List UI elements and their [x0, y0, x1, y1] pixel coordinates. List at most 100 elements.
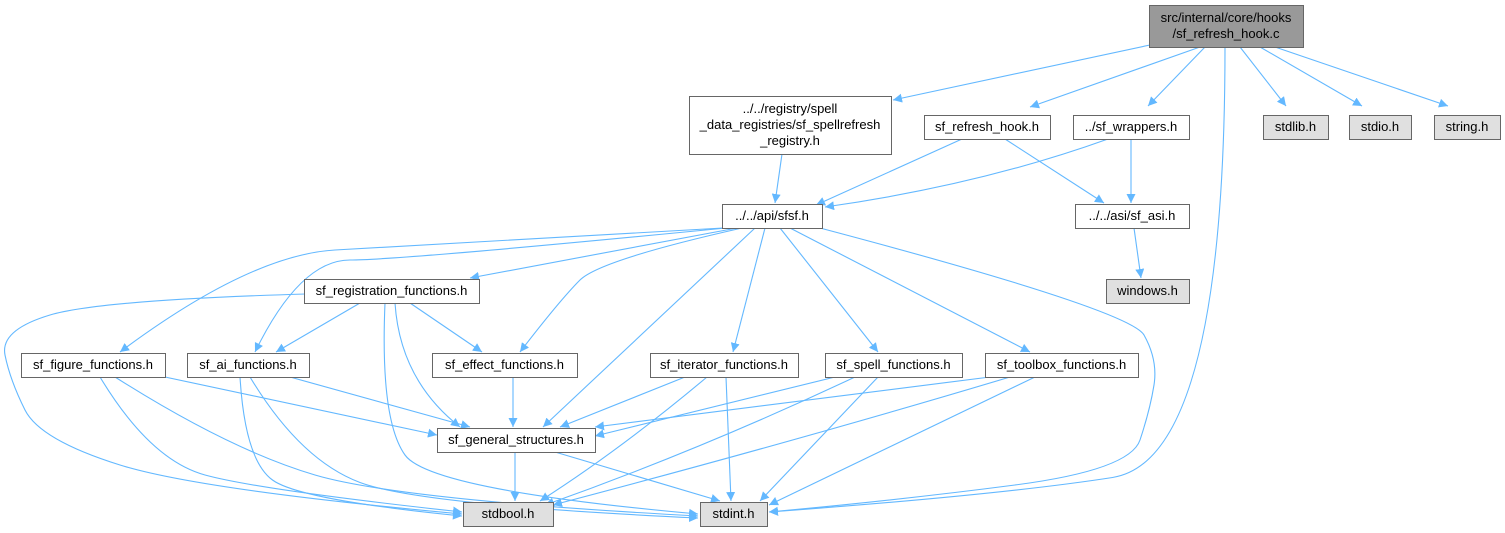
node-box-stdlib_h [1263, 115, 1329, 140]
edge-sf_refresh_hook_h-to-sf_asi_h [1004, 138, 1105, 204]
node-label-registration_functions: sf_registration_functions.h [316, 283, 468, 298]
edge-sfsf_h-to-toolbox_functions [789, 227, 1031, 353]
edge-registration_functions-to-general_structures [394, 302, 461, 428]
node-box-stdio_h [1349, 115, 1412, 140]
edge-sfsf_h-to-stdint_h [768, 227, 1156, 516]
edge-ai_functions-to-stdint_h [249, 376, 699, 523]
edge-iterator_functions-to-stdbool_h [539, 376, 708, 502]
node-sf_refresh_hook_h[interactable]: sf_refresh_hook.h [924, 115, 1051, 140]
node-figure_functions[interactable]: sf_figure_functions.h [21, 353, 166, 378]
node-box-string_h [1434, 115, 1501, 140]
edge-root-to-stdio_h [1259, 46, 1363, 107]
node-spell_functions[interactable]: sf_spell_functions.h [825, 353, 963, 378]
node-box-sf_asi_h [1075, 204, 1190, 229]
edge-toolbox_functions-to-stdbool_h [552, 376, 1011, 508]
node-label-stdint_h: stdint.h [713, 506, 755, 521]
edge-root-to-stdlib_h [1239, 46, 1287, 107]
node-label-general_structures: sf_general_structures.h [448, 432, 584, 447]
node-effect_functions[interactable]: sf_effect_functions.h [432, 353, 578, 378]
file-nodes: src/internal/core/hooks/sf_refresh_hook.… [21, 5, 1501, 527]
node-label-root-line-2: /sf_refresh_hook.c [1173, 26, 1280, 41]
node-box-spell_functions [825, 353, 963, 378]
edge-ai_functions-to-stdbool_h [239, 376, 463, 520]
edge-spell_functions-to-general_structures [594, 376, 836, 439]
node-stdint_h: stdint.h [700, 502, 768, 527]
node-label-spellrefresh_registry-line-1: ../../registry/spell [743, 101, 838, 116]
node-box-ai_functions [187, 353, 310, 378]
node-label-stdlib_h: stdlib.h [1275, 119, 1316, 134]
edge-toolbox_functions-to-stdint_h [768, 376, 1036, 506]
node-ai_functions[interactable]: sf_ai_functions.h [187, 353, 310, 378]
node-label-spell_functions: sf_spell_functions.h [836, 357, 950, 372]
edge-root-to-spellrefresh_registry [892, 44, 1151, 103]
edge-sf_refresh_hook_h-to-sfsf_h [815, 138, 963, 206]
node-sf_wrappers_h[interactable]: ../sf_wrappers.h [1073, 115, 1190, 140]
node-box-sf_wrappers_h [1073, 115, 1190, 140]
node-stdlib_h: stdlib.h [1263, 115, 1329, 140]
node-label-root-line-1: src/internal/core/hooks [1161, 10, 1292, 25]
edge-sfsf_h-to-iterator_functions [730, 227, 766, 353]
node-label-ai_functions: sf_ai_functions.h [199, 357, 297, 372]
edge-sfsf_h-to-spell_functions [779, 227, 879, 353]
edge-root-to-string_h [1274, 46, 1449, 108]
edge-root-to-sf_refresh_hook_h [1029, 46, 1201, 109]
edge-figure_functions-to-stdint_h [114, 376, 699, 521]
node-string_h: string.h [1434, 115, 1501, 140]
node-label-stdio_h: stdio.h [1361, 119, 1399, 134]
node-windows_h: windows.h [1106, 279, 1190, 304]
edge-iterator_functions-to-stdint_h [725, 376, 736, 502]
edge-ai_functions-to-general_structures [289, 376, 471, 429]
node-box-effect_functions [432, 353, 578, 378]
edge-iterator_functions-to-general_structures [559, 376, 686, 428]
node-label-toolbox_functions: sf_toolbox_functions.h [997, 357, 1126, 372]
node-box-iterator_functions [650, 353, 799, 378]
edge-root-to-stdint_h [768, 46, 1226, 516]
node-box-root [1149, 5, 1304, 48]
edge-registration_functions-to-effect_functions [409, 302, 483, 353]
edge-registration_functions-to-stdint_h [383, 302, 699, 518]
node-box-windows_h [1106, 279, 1190, 304]
edge-spellrefresh_registry-to-sfsf_h [771, 153, 783, 204]
edge-sfsf_h-to-effect_functions [519, 227, 743, 353]
edge-sfsf_h-to-ai_functions [254, 227, 727, 353]
node-box-sfsf_h [722, 204, 823, 229]
edge-sf_asi_h-to-windows_h [1133, 227, 1145, 279]
node-label-iterator_functions: sf_iterator_functions.h [660, 357, 788, 372]
dependency-edges [4, 44, 1449, 523]
node-label-sf_refresh_hook_h: sf_refresh_hook.h [935, 119, 1039, 134]
node-sf_asi_h[interactable]: ../../asi/sf_asi.h [1075, 204, 1190, 229]
edge-figure_functions-to-general_structures [164, 376, 438, 438]
node-label-windows_h: windows.h [1116, 283, 1178, 298]
node-label-effect_functions: sf_effect_functions.h [445, 357, 564, 372]
node-box-registration_functions [304, 279, 480, 304]
edge-sfsf_h-to-registration_functions [469, 227, 738, 281]
node-box-stdint_h [700, 502, 768, 527]
node-general_structures[interactable]: sf_general_structures.h [437, 428, 596, 453]
node-spellrefresh_registry[interactable]: ../../registry/spell_data_registries/sf_… [689, 96, 892, 155]
node-label-sf_asi_h: ../../asi/sf_asi.h [1089, 208, 1176, 223]
edge-sfsf_h-to-figure_functions [119, 227, 724, 353]
node-label-spellrefresh_registry-line-2: _data_registries/sf_spellrefresh [699, 117, 881, 132]
node-label-string_h: string.h [1446, 119, 1489, 134]
node-label-figure_functions: sf_figure_functions.h [33, 357, 153, 372]
edge-root-to-sf_wrappers_h [1147, 46, 1206, 107]
node-registration_functions[interactable]: sf_registration_functions.h [304, 279, 480, 304]
node-label-stdbool_h: stdbool.h [482, 506, 535, 521]
edge-sfsf_h-to-general_structures [542, 227, 756, 428]
node-label-sf_wrappers_h: ../sf_wrappers.h [1085, 119, 1178, 134]
node-iterator_functions[interactable]: sf_iterator_functions.h [650, 353, 799, 378]
node-box-stdbool_h [463, 502, 554, 527]
node-box-general_structures [437, 428, 596, 453]
node-label-sfsf_h: ../../api/sfsf.h [735, 208, 809, 223]
edge-toolbox_functions-to-general_structures [594, 376, 991, 431]
node-box-toolbox_functions [985, 353, 1139, 378]
edge-registration_functions-to-ai_functions [275, 302, 361, 353]
node-root[interactable]: src/internal/core/hooks/sf_refresh_hook.… [1149, 5, 1304, 48]
edge-sf_wrappers_h-to-sfsf_h [824, 138, 1109, 211]
node-label-spellrefresh_registry-line-3: _registry.h [759, 133, 820, 148]
node-toolbox_functions[interactable]: sf_toolbox_functions.h [985, 353, 1139, 378]
node-sfsf_h[interactable]: ../../api/sfsf.h [722, 204, 823, 229]
edge-general_structures-to-stdint_h [554, 451, 721, 503]
edge-registration_functions-to-stdbool_h [4, 293, 463, 518]
